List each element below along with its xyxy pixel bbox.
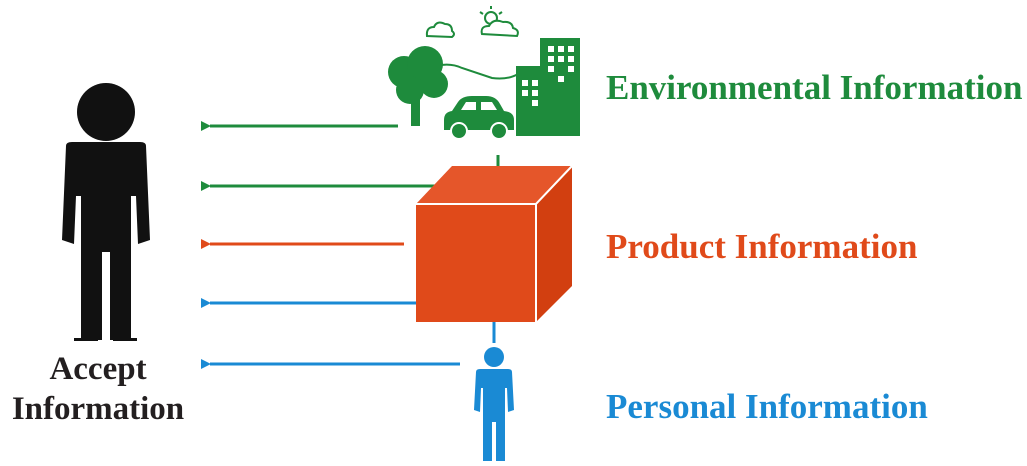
tree-icon (388, 46, 448, 126)
accept-label-line2: Information (11, 390, 185, 427)
environmental-information-label: Environmental Information (606, 68, 1023, 107)
accept-information-label: Accept Information (8, 350, 188, 429)
personal-information-label: Personal Information (606, 387, 928, 426)
car-icon (444, 96, 514, 140)
box-icon (416, 165, 573, 322)
sun-cloud-icon (479, 6, 519, 38)
product-information-label: Product Information (606, 227, 918, 266)
small-person-icon (474, 347, 514, 461)
cloud-icon (425, 21, 455, 39)
accept-label-line1: Accept (49, 351, 147, 387)
city-landscape-icon (388, 6, 580, 140)
receiver-person-icon (62, 83, 150, 341)
building-icon (516, 38, 580, 136)
